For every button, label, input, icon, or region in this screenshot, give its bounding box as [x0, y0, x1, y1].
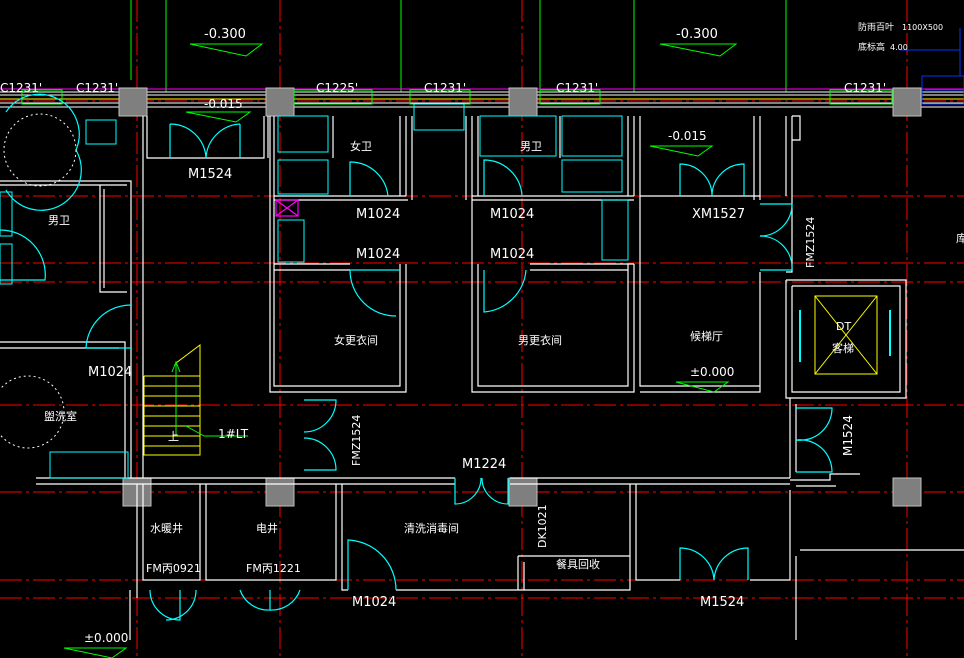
washroom-basin — [0, 113, 77, 449]
window-label-2: C1231' — [76, 81, 118, 95]
window-label-5: C1231' — [556, 81, 598, 95]
elevation-markers — [63, 43, 738, 658]
louver-label: 防雨百叶 — [858, 21, 894, 33]
stair — [143, 344, 248, 456]
door-label-m1524-bottom: M1524 — [700, 595, 744, 610]
door-label-m1024-men-wc: M1024 — [490, 207, 534, 222]
annotations: -0.300 -0.300 -0.015 -0.015 ±0.000 ±0.00… — [0, 21, 964, 645]
room-men-locker: 男更衣间 — [518, 333, 562, 347]
window-label-4: C1231' — [424, 81, 466, 95]
room-tableware-return: 餐具回收 — [556, 557, 600, 571]
elevation-lobby: ±0.000 — [690, 365, 734, 379]
room-men-wc-left: 男卫 — [48, 214, 70, 227]
door-label-m1024-women-wc: M1024 — [356, 207, 400, 222]
doors — [0, 93, 833, 621]
room-elevator-hall: 候梯厅 — [690, 329, 723, 343]
elevation-lobby-step: -0.015 — [668, 129, 707, 143]
room-electric-shaft: 电井 — [256, 521, 278, 535]
structural-columns — [118, 87, 922, 507]
room-women-locker: 女更衣间 — [334, 333, 378, 347]
room-women-wc: 女卫 — [350, 139, 372, 153]
walls — [0, 115, 964, 640]
door-label-m1024-men-locker: M1024 — [490, 247, 534, 262]
floor-drain-icon — [275, 199, 299, 217]
axis-grid-green — [130, 0, 787, 92]
door-label-xm1527: XM1527 — [692, 207, 745, 222]
door-label-m1024-left: M1024 — [88, 365, 132, 380]
stair-id-label: 1#LT — [218, 427, 249, 441]
room-edge-char: 库 — [956, 232, 964, 245]
sanitary-fixtures — [0, 103, 629, 479]
elevator-shaft — [799, 295, 891, 375]
room-water-shaft: 水暖井 — [150, 521, 183, 535]
door-label-fmz1524-right: FMZ1524 — [804, 217, 817, 268]
elevation-corridor: -0.015 — [204, 97, 243, 111]
window-label-3: C1225' — [316, 81, 358, 95]
louver-sill-value: 4.00 — [890, 43, 908, 52]
elevation-bottom-left: ±0.000 — [84, 631, 128, 645]
elevation-top-left: -0.300 — [204, 27, 246, 42]
door-label-dk1021: DK1021 — [536, 504, 549, 548]
door-label-fm0921: FM丙0921 — [146, 562, 201, 575]
door-label-m1224: M1224 — [462, 457, 506, 472]
stair-up-label: 上 — [168, 430, 179, 443]
room-dish-wash: 清洗消毒间 — [404, 521, 459, 535]
door-label-m1524-top: M1524 — [188, 167, 232, 182]
room-elevator-code: DT — [836, 320, 851, 333]
room-elevator: 客梯 — [832, 341, 854, 355]
door-label-fm1221: FM丙1221 — [246, 562, 301, 575]
louver-sill-label: 底标高 — [858, 41, 885, 53]
exterior-window-band — [0, 28, 964, 108]
elevation-top-right: -0.300 — [676, 27, 718, 42]
room-washroom: 盥洗室 — [44, 409, 77, 423]
window-label-1: C1231' — [0, 81, 42, 95]
window-openings — [21, 89, 893, 105]
door-label-m1024-bottom: M1024 — [352, 595, 396, 610]
window-label-6: C1231' — [844, 81, 886, 95]
door-label-m1524-right: M1524 — [841, 415, 855, 456]
room-men-wc: 男卫 — [520, 140, 542, 153]
door-label-fmz1524-mid: FMZ1524 — [350, 415, 363, 466]
louver-size: 1100X500 — [902, 23, 943, 32]
door-label-m1024-women-locker: M1024 — [356, 247, 400, 262]
